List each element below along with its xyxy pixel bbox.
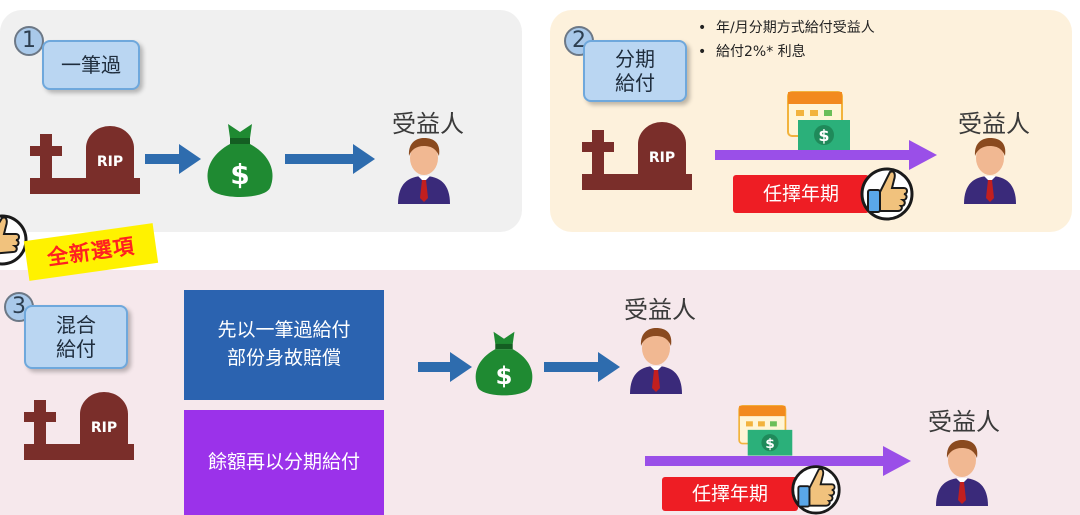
calendar-cash-icon: $ [738,405,793,456]
arrow-right-icon [285,144,375,174]
thumbs-up-icon [860,167,914,221]
svg-text:$: $ [230,158,249,191]
money-bag-icon: $ [475,331,533,396]
arrow-right-icon [418,352,472,382]
step1-line2: 部份身故賠償 [226,347,341,369]
person-icon [936,440,988,506]
tomb-label: RIP [97,154,123,170]
svg-text:RIP: RIP [649,150,675,166]
mixed-title: 混合 給付 [24,305,128,369]
arrow-right-icon [145,144,201,174]
svg-text:RIP: RIP [91,420,117,436]
period-label: 任擇年期 [733,175,869,213]
beneficiary-label: 受益人 [928,408,1000,436]
step1-box: 先以一筆過給付 部份身故賠償 [184,290,384,400]
money-bag-icon: $ [207,124,273,197]
arrow-right-icon [715,140,937,170]
step2-box: 餘額再以分期給付 [184,410,384,515]
step-number-1: 1 [14,26,44,56]
thumbs-up-icon [0,214,28,266]
installment-title-line2: 給付 [615,71,655,95]
tombstone-icon: RIP [30,126,140,194]
tombstone-icon: RIP [24,392,134,460]
installment-bullets: •年/月分期方式給付受益人 •給付2%* 利息 [698,16,875,64]
arrow-right-icon [544,352,620,382]
bullet-item: •年/月分期方式給付受益人 [698,20,875,36]
installment-title-line1: 分期 [615,47,655,71]
step1-line1: 先以一筆過給付 [217,319,351,342]
person-icon [398,138,450,204]
installment-title: 分期 給付 [583,40,687,102]
thumbs-up-icon [791,465,841,515]
mixed-title-line2: 給付 [56,337,96,361]
beneficiary-label: 受益人 [392,110,464,138]
mixed-title-line1: 混合 [56,313,96,337]
panel-mixed [0,270,1080,515]
tombstone-icon: RIP [582,122,692,190]
svg-text:$: $ [496,361,513,390]
person-icon [964,138,1016,204]
bullet-item: •給付2%* 利息 [698,44,806,60]
person-icon [630,328,682,394]
svg-text:$: $ [818,126,829,145]
svg-text:$: $ [765,436,775,452]
calendar-cash-icon: $ [787,91,850,150]
beneficiary-label: 受益人 [624,296,696,324]
period-label: 任擇年期 [662,477,798,511]
lump-sum-title: 一筆過 [42,40,140,90]
beneficiary-label: 受益人 [958,110,1030,138]
arrow-right-icon [645,446,911,476]
